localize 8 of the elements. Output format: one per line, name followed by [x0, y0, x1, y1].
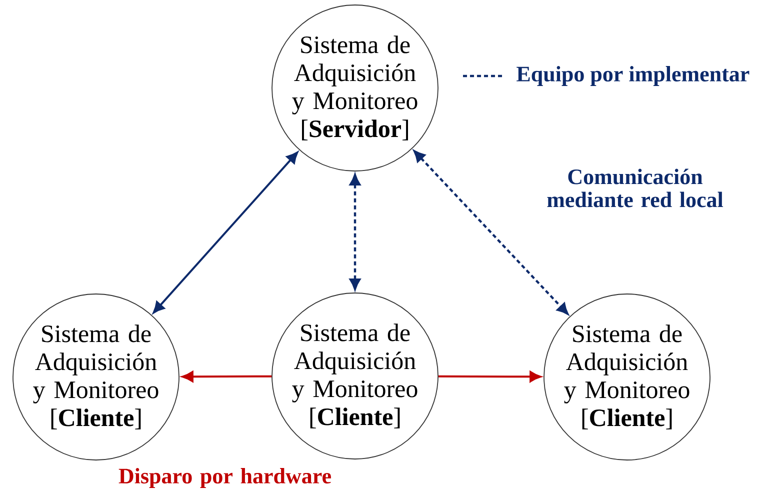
legend-label: Equipo por implementar [516, 66, 750, 86]
arrow [414, 150, 568, 315]
arrow [182, 371, 272, 382]
note-label: Disparo por hardware [118, 468, 331, 488]
note-label: Comunicación mediante red local [547, 168, 724, 208]
arrow [152, 152, 298, 314]
arrow [350, 174, 360, 290]
arrow [438, 371, 542, 382]
